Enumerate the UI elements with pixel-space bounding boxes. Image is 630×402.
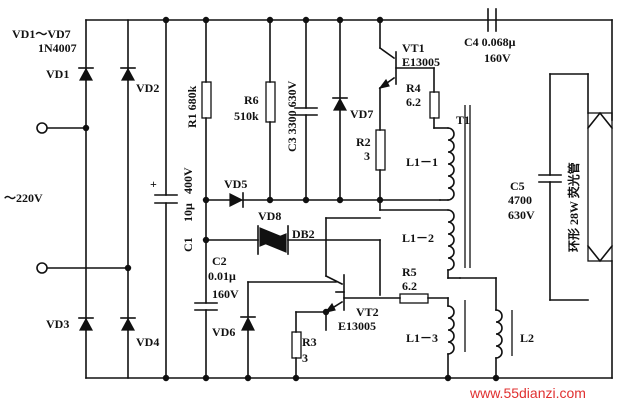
vd5-label: VD5 (224, 177, 247, 191)
db2-diac (205, 225, 381, 296)
c5-voltage-label: 630V (508, 208, 535, 222)
c1-value-label: 10μ (181, 203, 195, 222)
r2-resistor (375, 129, 386, 171)
vd6-label: VD6 (212, 325, 235, 339)
r4-name-label: R4 (406, 81, 421, 95)
t1-label: T1 (456, 113, 470, 127)
c5-value-label: 4700 (508, 193, 532, 207)
l1-3-label: L1－3 (406, 331, 438, 345)
c4-capacitor (487, 8, 613, 121)
input-voltage-label: ～220V (4, 191, 43, 205)
c1-name-label: C1 (181, 237, 195, 252)
rails (85, 19, 613, 379)
vd6-branch (240, 281, 337, 379)
vd7-label: VD7 (350, 107, 373, 121)
vd7-branch (332, 19, 348, 201)
r4-resistor (429, 91, 440, 119)
l1-2-winding (379, 105, 471, 279)
c4-voltage-label: 160V (484, 51, 511, 65)
r6-name-label: R6 (244, 93, 259, 107)
r6-column (265, 19, 276, 201)
l1-1-label: L1－1 (406, 155, 438, 169)
vt2-name-label: VT2 (356, 305, 379, 319)
vd4-diode-icon (120, 317, 136, 331)
c1-plus-label: + (150, 177, 157, 191)
vd3-diode-icon (78, 317, 94, 331)
r5-value-label: 6.2 (402, 279, 417, 293)
r5-name-label: R5 (402, 265, 417, 279)
vd4-label: VD4 (136, 335, 159, 349)
lamp-filament-bottom-icon (586, 244, 614, 263)
r1-resistor (201, 81, 212, 119)
l2-coil-icon (495, 309, 503, 359)
l1-2-coil-icon (447, 209, 455, 271)
c5-name-label: C5 (510, 179, 525, 193)
l1-2-label: L1－2 (402, 231, 434, 245)
vt1-emitter-arrow-icon (378, 78, 390, 89)
vt2-transistor (291, 217, 381, 379)
c1-capacitor (154, 19, 178, 379)
r4-value-label: 6.2 (406, 95, 421, 109)
ac-terminal-bottom[interactable] (36, 262, 48, 274)
c4-name-label: C4 0.068μ (464, 35, 516, 49)
junctions (82, 16, 500, 382)
c1-voltage-label: 400V (181, 167, 195, 194)
db2-label: DB2 (292, 227, 315, 241)
diac-triangle-icon-2 (262, 233, 287, 253)
l1-3-coil-icon (447, 305, 455, 355)
r5-resistor (399, 293, 429, 304)
bridge-right (120, 19, 136, 379)
r3-value-label: 3 (302, 351, 308, 365)
r3-name-label: R3 (302, 335, 317, 349)
vt1-transistor (375, 19, 435, 201)
diode-range-label: VD1～VD7 (12, 27, 71, 41)
fluorescent-lamp (586, 73, 614, 379)
l1-3-winding (343, 293, 466, 379)
c2-voltage-label: 160V (212, 287, 239, 301)
r1-column (194, 19, 218, 379)
l2-inductor (459, 277, 513, 379)
c2-value-label: 0.01μ (208, 269, 236, 283)
vt1-type-label: E13005 (402, 55, 440, 69)
labels: VD1～VD7 1N4007 ～220V VD1 VD2 VD3 VD4 VD5… (4, 27, 586, 401)
vd2-diode-icon (120, 67, 136, 81)
lamp-filament-top-icon (586, 111, 614, 130)
vd1-label: VD1 (46, 67, 69, 81)
vd8-label: VD8 (258, 209, 281, 223)
l1-1-coil-icon (447, 127, 455, 201)
l2-label: L2 (520, 331, 534, 345)
c3-capacitor (294, 19, 318, 201)
ac-input (36, 122, 129, 274)
r3-resistor (291, 331, 302, 359)
vd5-diode-icon (229, 193, 244, 207)
c2-name-label: C2 (212, 254, 227, 268)
vd3-label: VD3 (46, 317, 69, 331)
r1-label: R1 680k (185, 85, 199, 128)
c3-label: C3 3300 630V (285, 80, 299, 152)
vd7-diode-icon (332, 97, 348, 111)
ac-terminal-top[interactable] (36, 122, 48, 134)
vt1-name-label: VT1 (402, 41, 425, 55)
vd2-label: VD2 (136, 81, 159, 95)
l1-1-winding (429, 67, 455, 201)
c5-capacitor (538, 73, 589, 301)
r2-value-label: 3 (364, 149, 370, 163)
vd1-diode-icon (78, 67, 94, 81)
r6-resistor (265, 81, 276, 123)
vd6-diode-icon (241, 316, 255, 331)
watermark-text: www.55dianzi.com (469, 385, 586, 401)
r6-value-label: 510k (234, 109, 259, 123)
lamp-label: 环形 28W 荧光管 (566, 162, 581, 252)
lamp-tube-icon (587, 112, 613, 262)
r2-name-label: R2 (356, 135, 371, 149)
vd5-branch (205, 192, 441, 208)
bridge-left (78, 19, 94, 379)
vt2-type-label: E13005 (338, 319, 376, 333)
diode-type-label: 1N4007 (38, 41, 77, 55)
